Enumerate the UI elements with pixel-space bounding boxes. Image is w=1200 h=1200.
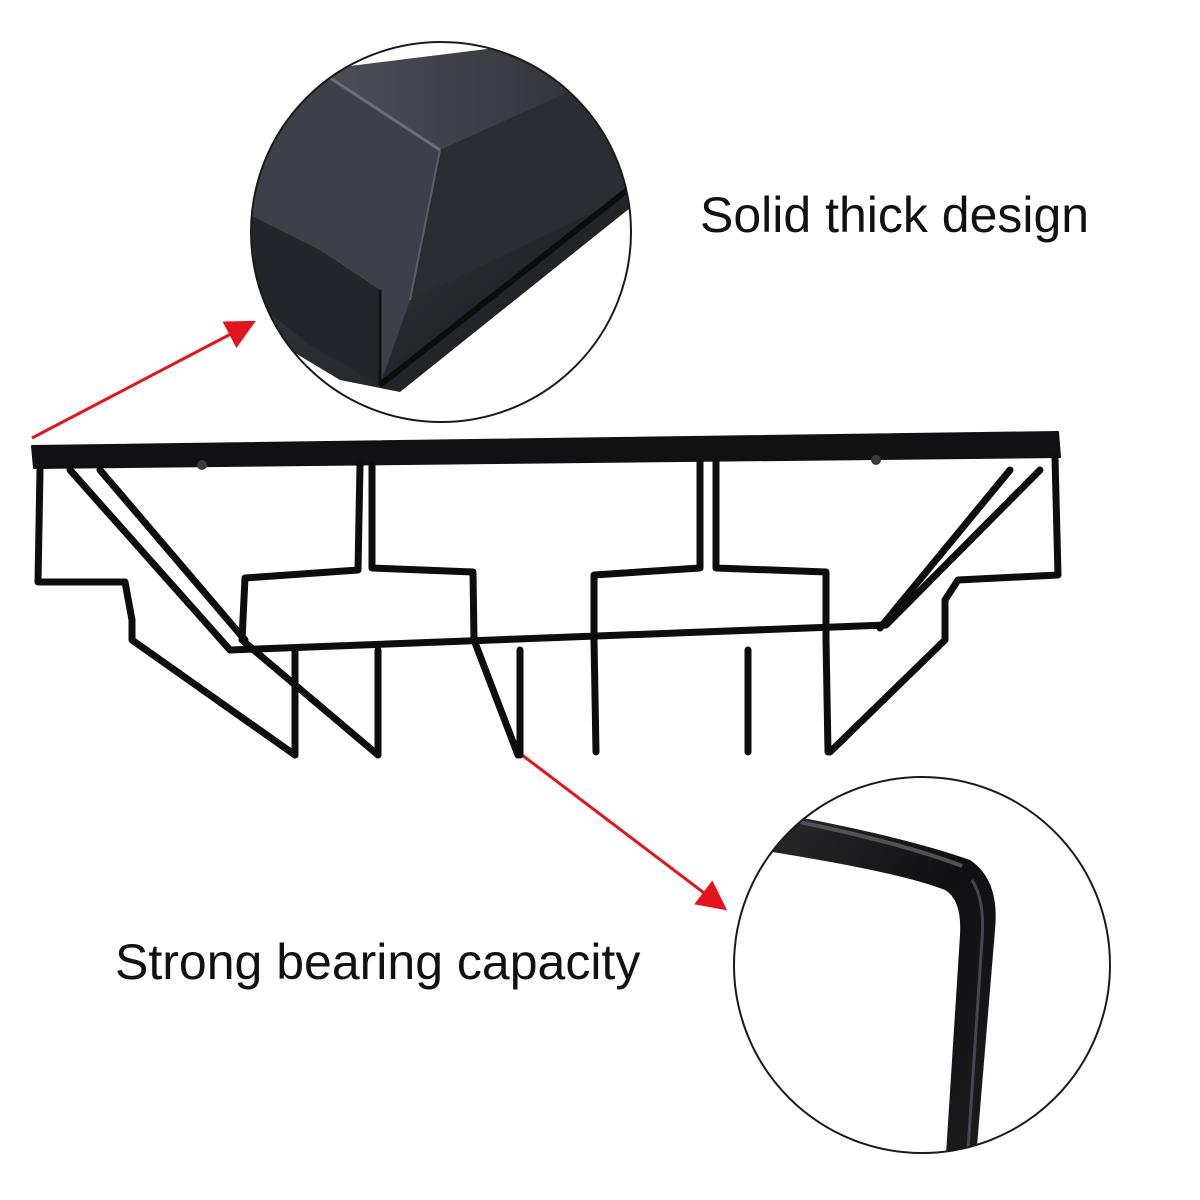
- mounting-bar: [31, 431, 1061, 469]
- solid-thick-design-label: Solid thick design: [700, 187, 1090, 243]
- solid-thick-corner-closeup: [250, 41, 632, 423]
- glass-rack: [31, 431, 1062, 759]
- screw-hole-left: [197, 460, 207, 470]
- arrow-to-bottom-closeup: [521, 753, 728, 911]
- arrow-to-top-closeup: [31, 320, 256, 440]
- strong-bearing-capacity-label: Strong bearing capacity: [115, 934, 641, 990]
- screw-hole-right: [871, 455, 881, 465]
- strong-bearing-bend-closeup: [733, 776, 1111, 1154]
